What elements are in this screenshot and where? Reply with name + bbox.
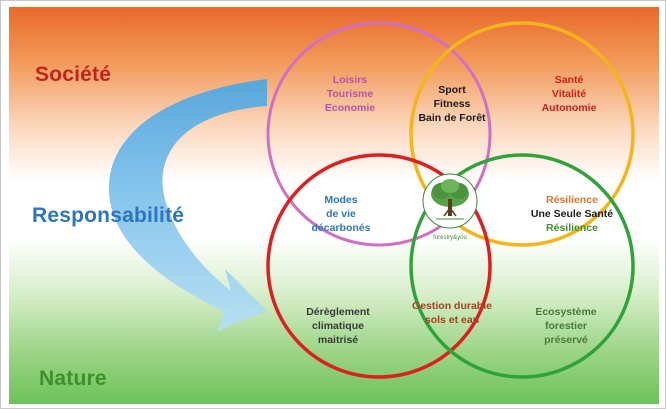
zone-society-climate: Modes de vie décarbonés [311,194,371,234]
curved-arrow-icon [108,79,267,331]
label-societe: Société [35,63,112,86]
label-responsabilite: Responsabilité [32,204,185,227]
zone-forest-only: Ecosystème forestier préservé [535,306,597,346]
zone-health-forest: Résilience Une Seule Santé Résilience [530,194,614,234]
logo-caption: forestry&you [433,235,467,241]
label-nature: Nature [39,367,107,390]
health-circle [409,21,635,247]
zone-health-only: Santé Vitalité Autonomie [541,74,597,114]
climate-circle [266,153,492,379]
zone-climate-only: Dérèglement climatique maitrisé [306,306,370,346]
zone-climate-forest: Gestion durable sols et eau [412,300,492,326]
forest-circle [409,153,635,379]
society-circle [266,21,492,247]
zone-society-health: Sport Fitness Bain de Forêt [418,84,486,124]
zone-society-only: Loisirs Tourisme Economie [324,74,376,114]
tree-icon [422,173,478,229]
